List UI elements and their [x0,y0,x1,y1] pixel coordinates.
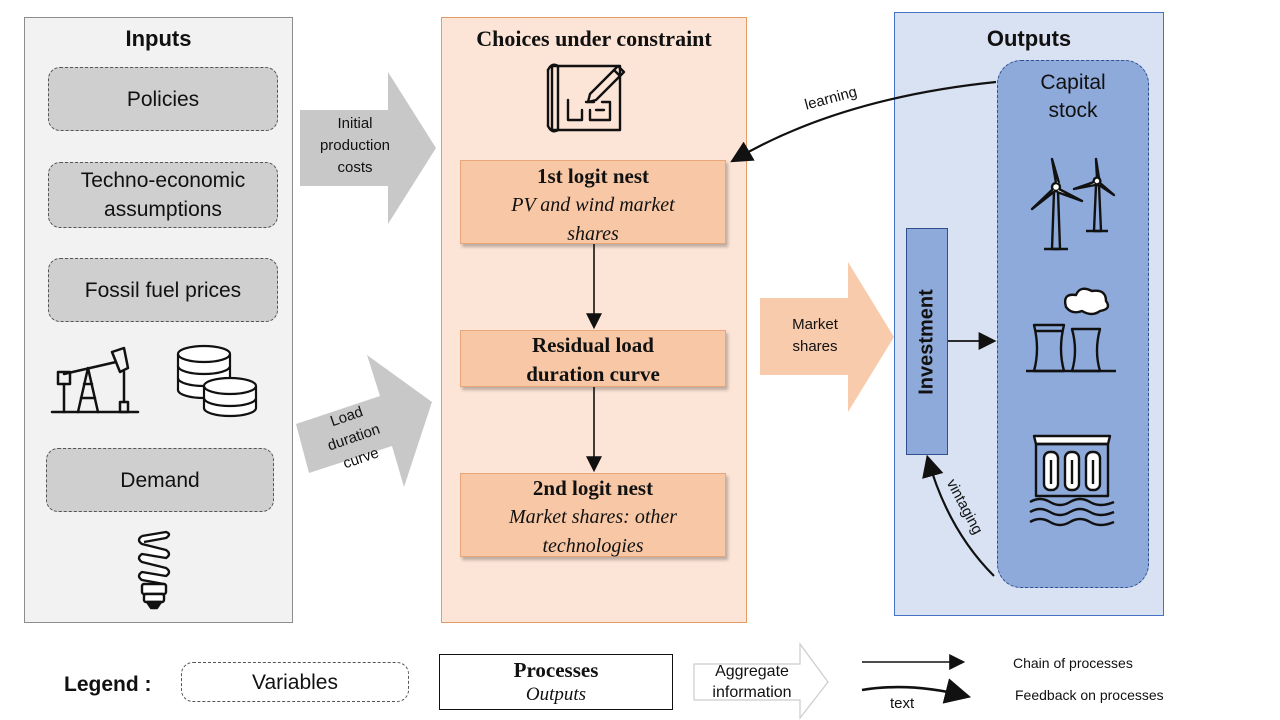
legend-text-sample: text [890,695,915,712]
power-plant-icon [1026,287,1116,373]
load-duration-arrow [296,355,432,487]
outputs-title: Outputs [986,26,1072,51]
market-shares-label: Market shares [792,316,838,355]
legend-processes-box: Processes Outputs [439,654,673,710]
choices-title: Choices under constraint [476,26,712,51]
inputs-title: Inputs [125,26,192,51]
hydro-dam-icon [1029,434,1115,527]
legend-aggregate-label: Aggregate information [712,663,792,701]
coins-icon [176,344,258,418]
first-logit-nest-title: 1st logit nest [537,164,649,188]
legend-label: Legend : [64,673,152,696]
residual-load-duration-curve-process: Residual load duration curve [460,330,726,387]
legend-feedback-label: Feedback on processes [1015,687,1164,703]
legend-feedback-arrow [861,678,972,704]
legend-processes-title: Processes [513,658,599,682]
second-logit-nest-process: 2nd logit nest Market shares: other tech… [460,473,726,557]
blueprint-plan-icon [546,63,626,133]
wind-turbines-icon [1030,157,1116,251]
market-shares-arrow [760,262,894,412]
first-logit-nest-output: PV and wind market shares [511,194,675,245]
initial-costs-arrow [300,72,436,224]
learning-feedback-arrow [730,80,997,163]
second-logit-nest-title: 2nd logit nest [532,476,654,500]
legend-processes-sub: Outputs [525,684,587,705]
techno-economic-variable: Techno-economic assumptions [48,162,278,228]
capital-stock-label: Capital stock [1040,71,1106,122]
legend-variables-box: Variables [181,662,409,702]
first-logit-nest-process: 1st logit nest PV and wind market shares [460,160,726,245]
residual-load-duration-curve-title: Residual load duration curve [526,333,660,386]
second-logit-nest-output: Market shares: other technologies [508,506,678,557]
oil-pumpjack-icon [50,346,140,414]
light-bulb-icon [137,530,171,610]
demand-variable: Demand [46,448,274,512]
policies-variable: Policies [48,67,278,131]
fossil-fuel-prices-variable: Fossil fuel prices [48,258,278,322]
vintaging-feedback-arrow [922,454,995,577]
legend-aggregate-arrow [693,642,829,720]
initial-costs-label: Initial production costs [319,115,391,176]
investment-box: Investment [906,228,948,455]
legend-chain-label: Chain of processes [1013,655,1133,671]
